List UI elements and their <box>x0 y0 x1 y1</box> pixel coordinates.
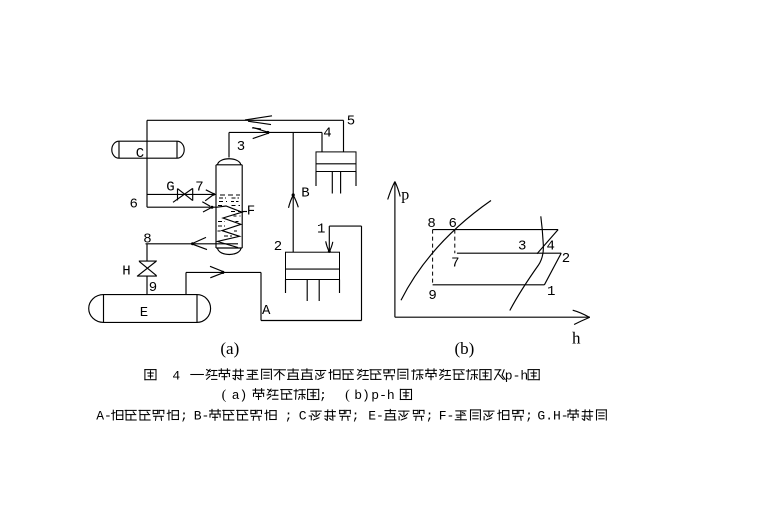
svg-text:9: 9 <box>149 280 157 296</box>
svg-text:p-h: p-h <box>371 388 394 403</box>
svg-text:A: A <box>262 303 271 319</box>
svg-text:h: h <box>572 329 581 348</box>
svg-text:;: ; <box>180 409 188 424</box>
svg-text:8: 8 <box>427 216 435 232</box>
svg-text:6: 6 <box>448 216 456 232</box>
svg-text:(: ( <box>345 388 350 403</box>
svg-text:C-: C- <box>299 409 315 424</box>
svg-text:A-: A- <box>96 409 112 424</box>
svg-text:4: 4 <box>172 369 180 384</box>
svg-text:1: 1 <box>547 284 555 300</box>
svg-text:4: 4 <box>323 126 331 142</box>
svg-text:(: ( <box>222 388 227 403</box>
svg-text:;: ; <box>285 409 293 424</box>
svg-text:E-: E- <box>368 409 384 424</box>
svg-text:p: p <box>401 187 409 204</box>
svg-text:;: ; <box>426 409 434 424</box>
svg-text:H: H <box>122 264 130 280</box>
svg-text:F: F <box>247 204 255 220</box>
svg-text:B-: B- <box>194 409 210 424</box>
svg-text:7: 7 <box>195 180 203 196</box>
svg-text:;: ; <box>319 388 327 403</box>
svg-text:b): b) <box>354 388 370 403</box>
svg-text:6: 6 <box>129 197 137 213</box>
svg-text:E: E <box>140 305 148 321</box>
svg-text:9: 9 <box>428 288 436 304</box>
svg-text:3: 3 <box>518 239 526 255</box>
svg-text:(b): (b) <box>454 339 474 358</box>
svg-text:B: B <box>301 186 309 202</box>
svg-text:7: 7 <box>451 256 459 272</box>
svg-text:;: ; <box>525 409 533 424</box>
svg-text:;: ; <box>352 409 360 424</box>
svg-text:1: 1 <box>317 222 325 238</box>
svg-text:G.H-: G.H- <box>537 409 568 424</box>
svg-text:C: C <box>136 146 144 162</box>
svg-text:2: 2 <box>274 239 282 255</box>
svg-text:G: G <box>166 180 174 196</box>
svg-text:3: 3 <box>237 139 245 155</box>
svg-text:4: 4 <box>546 239 554 255</box>
svg-text:5: 5 <box>347 114 355 130</box>
svg-text:8: 8 <box>143 232 151 248</box>
svg-text:p-h: p-h <box>505 369 528 384</box>
svg-text:2: 2 <box>562 251 570 267</box>
svg-text:F-: F- <box>439 409 455 424</box>
svg-text:(a): (a) <box>220 339 239 358</box>
svg-text:a): a) <box>232 388 248 403</box>
